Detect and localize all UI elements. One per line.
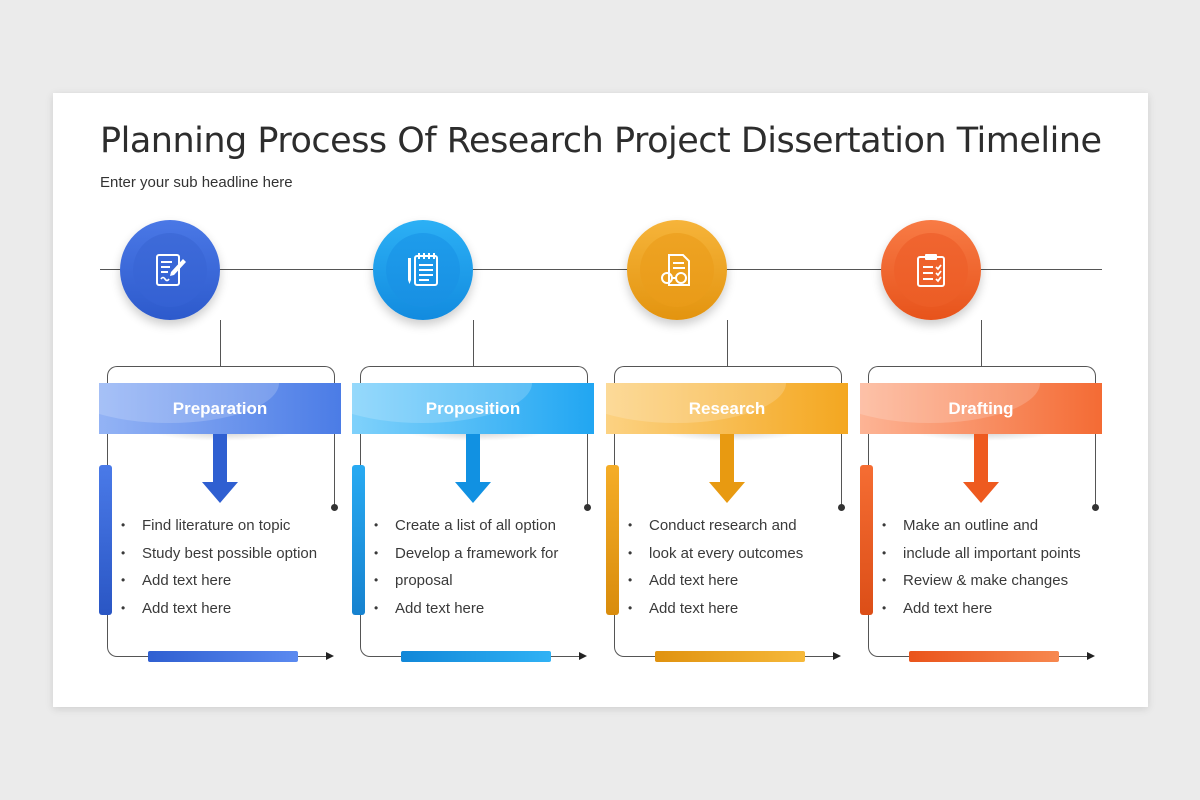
- bottom-arrowhead: [579, 652, 587, 660]
- step-side-bar: [606, 465, 619, 615]
- step-bullet-list: Conduct research and look at every outco…: [628, 512, 828, 622]
- list-item: Add text here: [882, 595, 1082, 623]
- step-bracket: [360, 366, 588, 509]
- list-item: Study best possible option: [121, 540, 321, 568]
- bottom-arrowhead: [326, 652, 334, 660]
- step-bullet-list: Make an outline and include all importan…: [882, 512, 1082, 622]
- step-connector: [473, 320, 474, 366]
- step-header: Research: [606, 383, 848, 434]
- step-side-bar: [860, 465, 873, 615]
- list-item: Add text here: [121, 595, 321, 623]
- list-item: proposal: [374, 567, 574, 595]
- step-research: Research Conduct research and look at ev…: [560, 93, 848, 707]
- step-bracket: [614, 366, 842, 509]
- step-drafting: Drafting Make an outline and: [814, 93, 1102, 707]
- bottom-arrowhead: [1087, 652, 1095, 660]
- page-title: Planning Process Of Research Project Dis…: [100, 121, 1102, 161]
- list-item: Conduct research and: [628, 512, 828, 540]
- clipboard-checklist-icon: [917, 254, 945, 287]
- bracket-dot: [1092, 504, 1099, 511]
- bracket-dot: [584, 504, 591, 511]
- step-circle: [373, 220, 473, 320]
- list-item: Create a list of all option: [374, 512, 574, 540]
- list-item: Review & make changes: [882, 567, 1082, 595]
- list-item: Develop a framework for: [374, 540, 574, 568]
- arrow-down-icon: [709, 434, 745, 503]
- list-item: look at every outcomes: [628, 540, 828, 568]
- document-glasses-icon: [661, 254, 690, 286]
- arrow-down-icon: [963, 434, 999, 503]
- step-side-bar: [352, 465, 365, 615]
- step-progress-bar: [909, 651, 1059, 662]
- step-bracket: [868, 366, 1096, 509]
- list-item: Add text here: [628, 567, 828, 595]
- bracket-dot: [838, 504, 845, 511]
- step-bullet-list: Create a list of all option Develop a fr…: [374, 512, 574, 622]
- step-side-bar: [99, 465, 112, 615]
- timeline-line: [100, 269, 1102, 270]
- step-proposition: Proposition: [306, 93, 594, 707]
- step-connector: [981, 320, 982, 366]
- step-progress-bar: [655, 651, 805, 662]
- step-header: Drafting: [860, 383, 1102, 434]
- step-bullet-list: Find literature on topic Study best poss…: [121, 512, 321, 622]
- step-circle: [881, 220, 981, 320]
- step-connector: [727, 320, 728, 366]
- step-progress-bar: [148, 651, 298, 662]
- notepad-pencil-icon: [408, 253, 438, 286]
- step-circle: [627, 220, 727, 320]
- step-label: Drafting: [948, 398, 1014, 418]
- slide: Planning Process Of Research Project Dis…: [53, 93, 1148, 707]
- step-connector: [220, 320, 221, 366]
- step-label: Proposition: [425, 398, 521, 418]
- step-preparation: Preparation Find literature on topic Stu…: [53, 93, 341, 707]
- list-item: Add text here: [374, 595, 574, 623]
- step-circle: [120, 220, 220, 320]
- step-label: Research: [688, 398, 766, 418]
- bottom-arrowhead: [833, 652, 841, 660]
- step-header: Proposition: [352, 383, 594, 434]
- list-item: Find literature on topic: [121, 512, 321, 540]
- document-pen-icon: [156, 254, 186, 286]
- bracket-dot: [331, 504, 338, 511]
- step-label: Preparation: [172, 398, 268, 418]
- arrow-down-icon: [202, 434, 238, 503]
- step-progress-bar: [401, 651, 551, 662]
- page-subtitle: Enter your sub headline here: [100, 174, 293, 191]
- step-bracket: [107, 366, 335, 509]
- list-item: Add text here: [628, 595, 828, 623]
- list-item: include all important points: [882, 540, 1082, 568]
- list-item: Add text here: [121, 567, 321, 595]
- step-header: Preparation: [99, 383, 341, 434]
- arrow-down-icon: [455, 434, 491, 503]
- list-item: Make an outline and: [882, 512, 1082, 540]
